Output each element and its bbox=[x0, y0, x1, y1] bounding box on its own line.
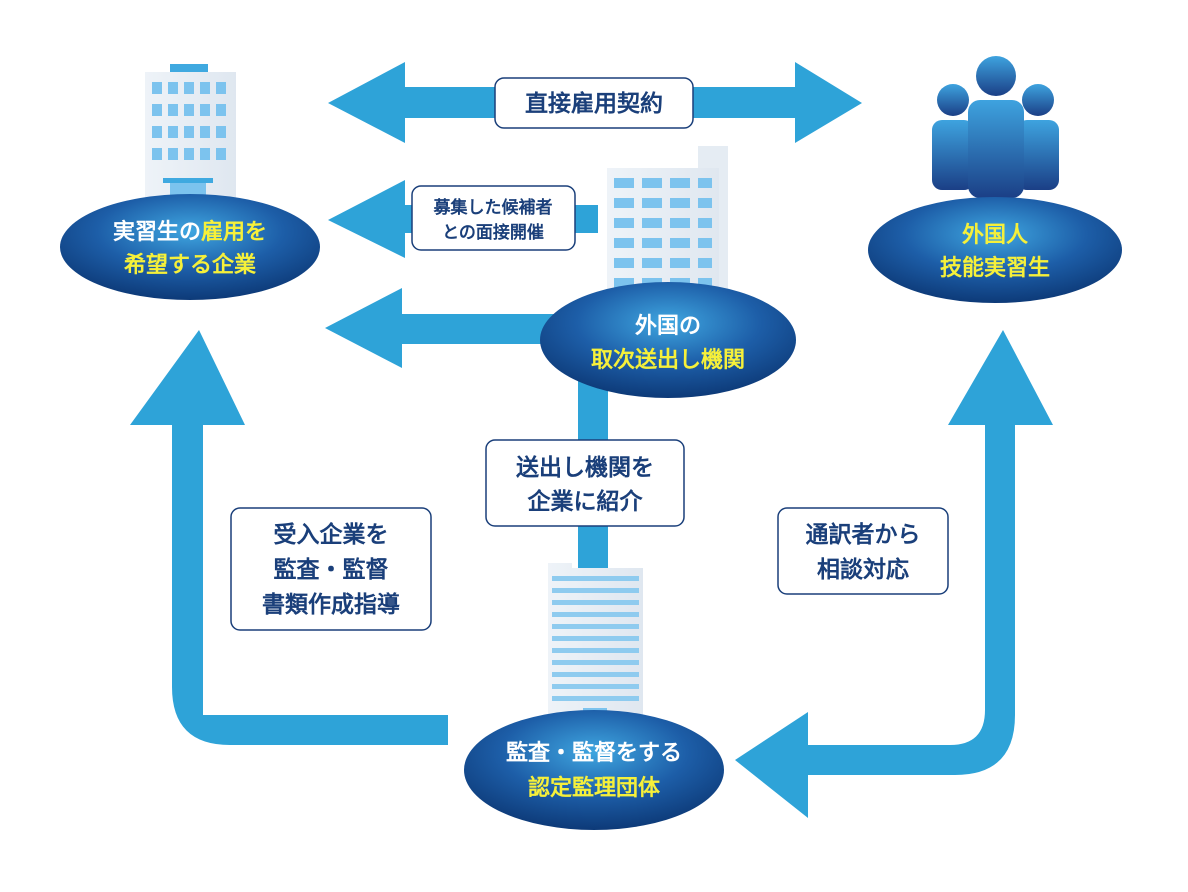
introduce-label-line1: 送出し機関を bbox=[516, 454, 654, 481]
agency-label-line2: 取次送出し機関 bbox=[591, 347, 745, 373]
audit-arrow bbox=[130, 330, 448, 745]
company-label-line2: 希望する企業 bbox=[124, 252, 257, 278]
consult-arrow bbox=[735, 330, 1053, 818]
org-label-line1: 監査・監督をする bbox=[506, 740, 682, 766]
office-building-icon bbox=[145, 64, 236, 204]
company-label-line1b: 雇用を bbox=[201, 219, 267, 245]
svg-text:実習生の雇用を: 実習生の雇用を bbox=[113, 219, 267, 245]
interview-label-line2: との面接開催 bbox=[442, 222, 544, 243]
company-node: 実習生の雇用を 希望する企業 bbox=[60, 194, 320, 300]
supervising-org-node: 監査・監督をする 認定監理団体 bbox=[464, 710, 724, 830]
interview-label-line1: 募集した候補者 bbox=[433, 197, 553, 218]
audit-label-line3: 書類作成指導 bbox=[262, 591, 400, 618]
consult-label-line2: 相談対応 bbox=[817, 556, 909, 583]
trainee-label-line1: 外国人 bbox=[962, 222, 1028, 248]
audit-label-line1: 受入企業を bbox=[274, 521, 389, 548]
audit-box: 受入企業を 監査・監督 書類作成指導 bbox=[230, 507, 432, 631]
trainee-label-line2: 技能実習生 bbox=[940, 255, 1050, 281]
audit-label-line2: 監査・監督 bbox=[274, 557, 389, 583]
direct-contract-box: 直接雇用契約 bbox=[494, 77, 694, 129]
introduce-label-line2: 企業に紹介 bbox=[527, 488, 644, 515]
sending-agency-node: 外国の 取次送出し機関 bbox=[540, 282, 796, 398]
interview-box: 募集した候補者 との面接開催 bbox=[411, 185, 576, 251]
company-label-line1a: 実習生の bbox=[113, 219, 201, 245]
tower-building-icon bbox=[548, 563, 643, 718]
trainee-node: 外国人 技能実習生 bbox=[868, 197, 1122, 303]
org-label-line2: 認定監理団体 bbox=[528, 775, 661, 801]
direct-contract-label: 直接雇用契約 bbox=[525, 90, 663, 117]
people-group-icon bbox=[932, 56, 1059, 198]
introduce-box: 送出し機関を 企業に紹介 bbox=[485, 439, 685, 527]
agency-building-icon bbox=[607, 146, 728, 298]
consult-box: 通訳者から 相談対応 bbox=[777, 507, 949, 595]
consult-label-line1: 通訳者から bbox=[806, 521, 921, 548]
agency-label-line1: 外国の bbox=[635, 313, 701, 339]
agency-to-company-arrow bbox=[325, 288, 560, 368]
